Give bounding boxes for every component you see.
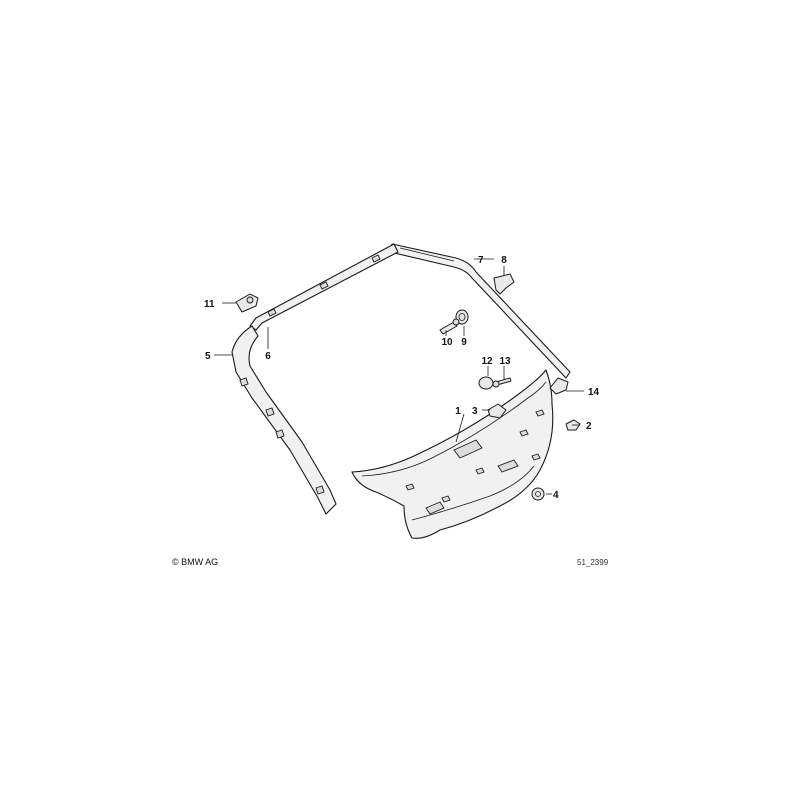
callout-8-visible: 8 [501,255,507,266]
trim-strip-upper-right [389,243,571,379]
callout-12: 12 [481,356,493,367]
screw-10 [439,318,460,335]
screw-13 [492,377,512,388]
clip-3 [487,403,507,419]
callout-2: 2 [586,421,592,432]
callout-5: 5 [205,351,211,362]
callout-3: 3 [472,406,478,417]
callout-4: 4 [553,490,559,501]
clip-11 [235,293,259,313]
trim-strip-left [231,325,337,515]
diagram-reference-number: 51_2399 [577,558,609,567]
clip-14 [549,377,569,395]
trim-strip-upper [249,243,399,331]
callout-14: 14 [588,387,600,398]
tailgate-trim-panel [351,369,554,539]
callout-9: 9 [461,337,467,348]
callout-11: 11 [204,299,215,310]
callout-13: 13 [499,356,511,367]
callout-7: 7 [478,255,484,266]
clip-4 [531,487,545,501]
callout-10: 10 [441,337,453,348]
cap-12 [478,376,494,390]
leader-lines [214,258,584,495]
callout-6: 6 [265,351,271,362]
copyright-label: © BMW AG [172,557,218,567]
clip-8 [493,273,515,295]
callout-1: 1 [455,406,461,417]
